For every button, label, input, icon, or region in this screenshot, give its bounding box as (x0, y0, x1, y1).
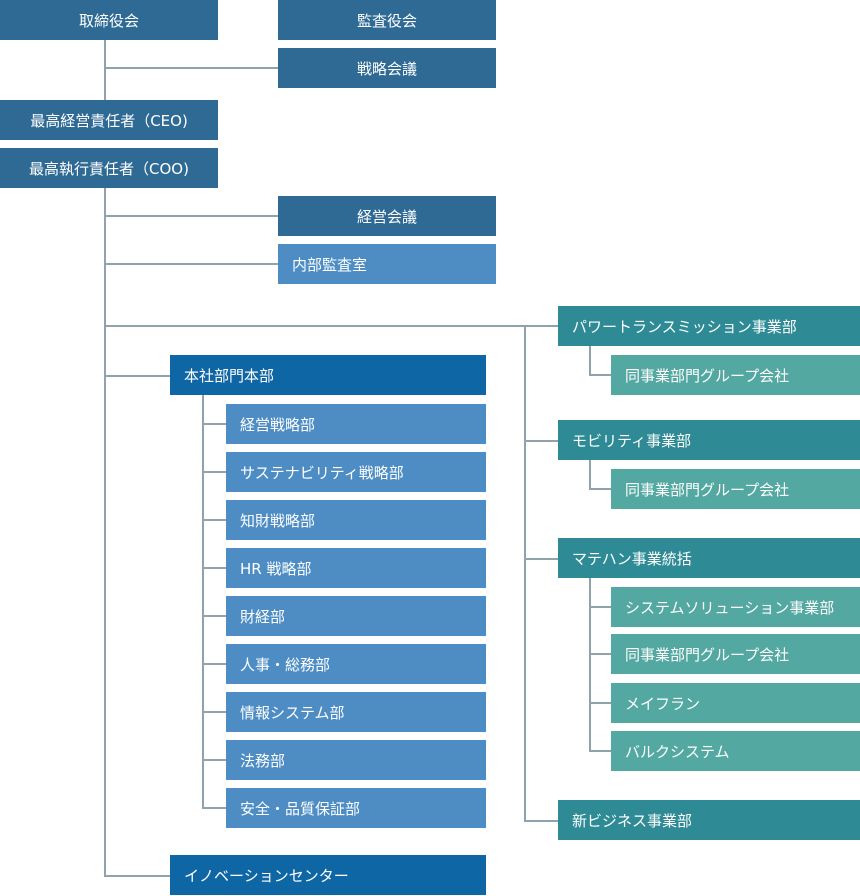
dept-legal: 法務部 (226, 740, 486, 780)
connector-business-branch (104, 325, 558, 327)
connector-mobility-sub (589, 488, 611, 490)
connector-dept-8 (202, 807, 226, 809)
bu-material-handling: マテハン事業統括 (558, 538, 860, 578)
bu-mh-system-solutions: システムソリューション事業部 (611, 587, 860, 627)
connector-mobility-sub-trunk (589, 460, 591, 490)
connector-main-trunk-lower (104, 188, 106, 877)
audit-board-box: 監査役会 (278, 0, 496, 40)
strategy-meeting-box: 戦略会議 (278, 48, 496, 88)
connector-bu-mobility (524, 440, 558, 442)
connector-hq-trunk (202, 395, 204, 809)
connector-dept-5 (202, 663, 226, 665)
dept-sustainability-strategy: サステナビリティ戦略部 (226, 452, 486, 492)
connector-mh-sub-3 (589, 750, 611, 752)
connector-dept-2 (202, 519, 226, 521)
bu-mh-subsidiary: 同事業部門グループ会社 (611, 634, 860, 674)
dept-safety-quality: 安全・品質保証部 (226, 788, 486, 828)
dept-finance: 財経部 (226, 596, 486, 636)
connector-dept-0 (202, 423, 226, 425)
bu-power-subsidiary: 同事業部門グループ会社 (611, 355, 860, 395)
connector-mh-sub-1 (589, 653, 611, 655)
bu-mobility: モビリティ事業部 (558, 420, 860, 460)
connector-strategy-meeting (104, 67, 278, 69)
bu-power-transmission: パワートランスミッション事業部 (558, 306, 860, 346)
coo-box: 最高執行責任者（COO) (0, 148, 218, 188)
connector-dept-6 (202, 711, 226, 713)
board-of-directors-box: 取締役会 (0, 0, 218, 40)
connector-dept-4 (202, 615, 226, 617)
dept-ip-strategy: 知財戦略部 (226, 500, 486, 540)
connector-innovation (104, 875, 170, 877)
bu-mobility-subsidiary: 同事業部門グループ会社 (611, 469, 860, 509)
connector-power-sub-trunk (589, 345, 591, 376)
connector-mh-sub-0 (589, 606, 611, 608)
management-meeting-box: 経営会議 (278, 196, 496, 236)
dept-information-systems: 情報システム部 (226, 692, 486, 732)
dept-personnel-general-affairs: 人事・総務部 (226, 644, 486, 684)
connector-hq (104, 375, 170, 377)
bu-new-business: 新ビジネス事業部 (558, 800, 860, 840)
dept-hr-strategy: HR 戦略部 (226, 548, 486, 588)
connector-bu-trunk (524, 325, 526, 822)
connector-management-meeting (104, 215, 278, 217)
connector-power-sub (589, 374, 611, 376)
connector-main-trunk-upper (104, 40, 106, 100)
dept-corporate-strategy: 経営戦略部 (226, 404, 486, 444)
ceo-box: 最高経営責任者（CEO) (0, 100, 218, 140)
innovation-center-box: イノベーションセンター (170, 855, 486, 895)
connector-dept-7 (202, 759, 226, 761)
connector-internal-audit (104, 263, 278, 265)
bu-mh-bulk-systems: バルクシステム (611, 731, 860, 771)
hq-box: 本社部門本部 (170, 355, 486, 395)
connector-dept-3 (202, 567, 226, 569)
connector-mh-sub-trunk (589, 578, 591, 752)
internal-audit-box: 内部監査室 (278, 244, 496, 284)
connector-mh-sub-2 (589, 702, 611, 704)
bu-mh-mayfran: メイフラン (611, 683, 860, 723)
connector-bu-newbiz (524, 820, 558, 822)
connector-bu-mh (524, 558, 558, 560)
connector-dept-1 (202, 471, 226, 473)
